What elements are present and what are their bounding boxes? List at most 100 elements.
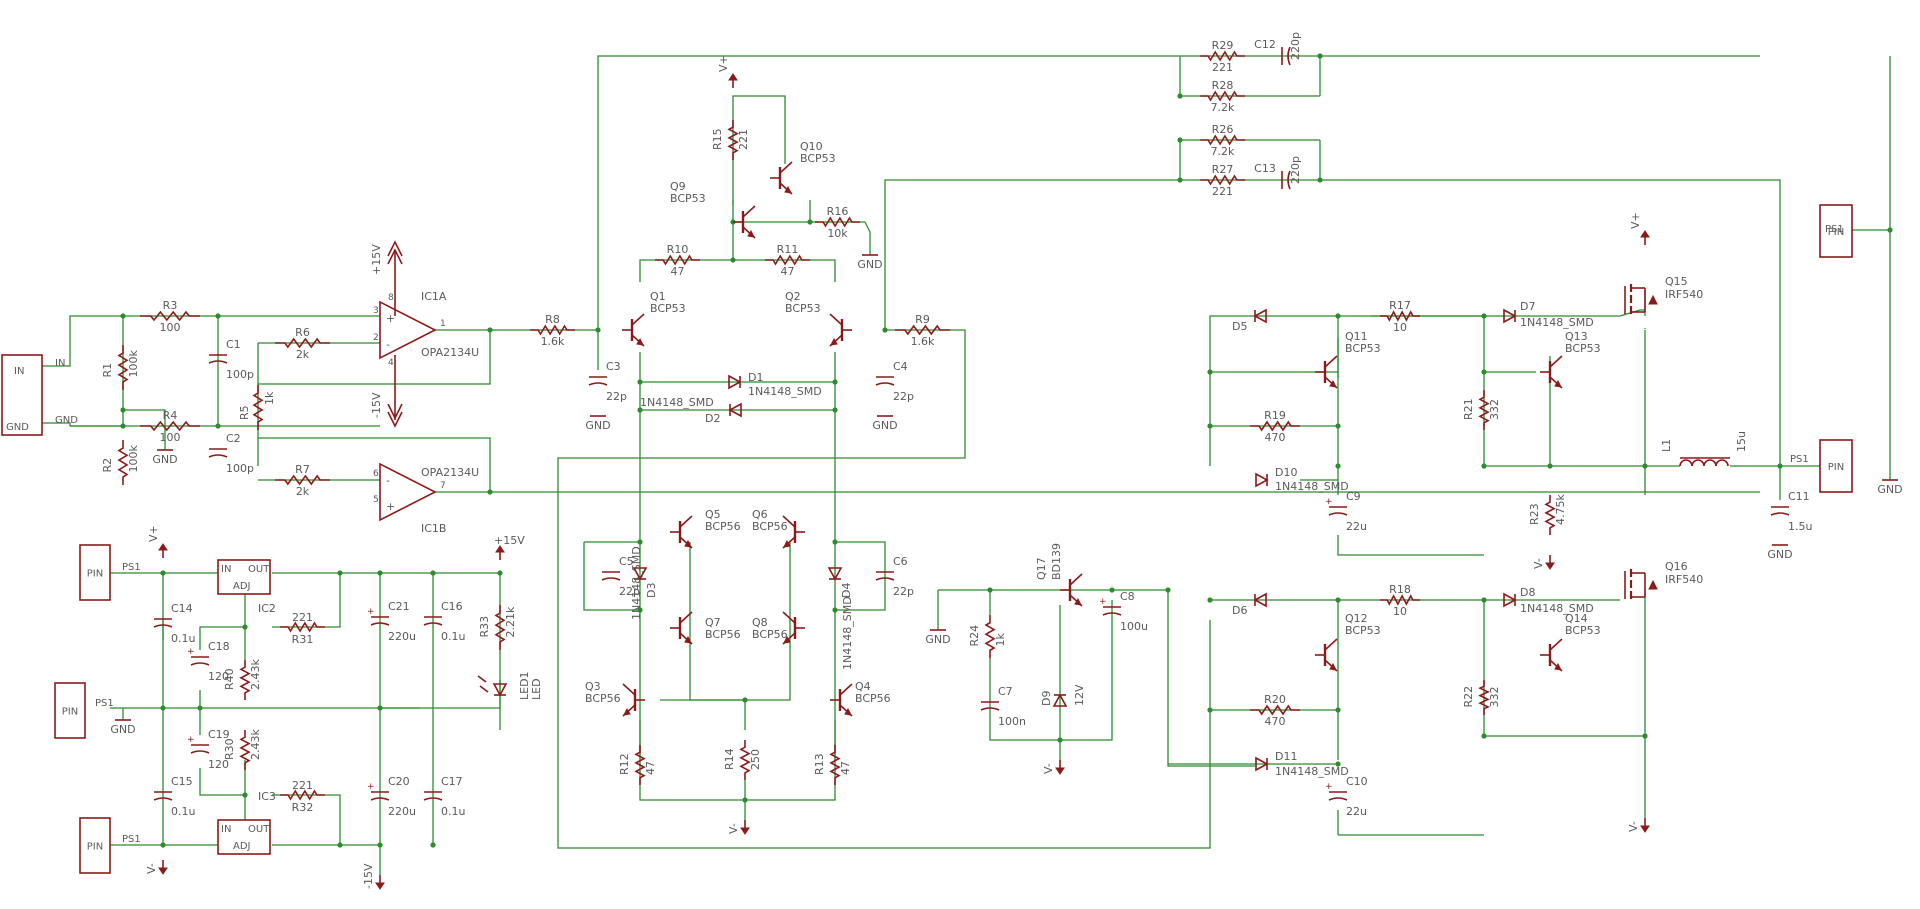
r17-ref: R17 bbox=[1389, 299, 1411, 312]
junction-dot bbox=[497, 570, 503, 576]
r1-ref: R1 bbox=[101, 363, 114, 378]
c18-capacitor-plate bbox=[190, 662, 210, 666]
r24-ref: R24 bbox=[968, 625, 981, 647]
r28-resistor bbox=[1200, 90, 1245, 102]
r20-value: 470 bbox=[1265, 715, 1286, 728]
ic2-regulator bbox=[217, 559, 271, 595]
junction-dot bbox=[1481, 463, 1487, 469]
r5-value: 1k bbox=[263, 391, 276, 405]
c1-value: 100p bbox=[226, 368, 254, 381]
q17-value: BD139 bbox=[1050, 543, 1063, 580]
junction-dot bbox=[1177, 177, 1183, 183]
d2-diode bbox=[728, 402, 742, 418]
r27-ref: R27 bbox=[1212, 163, 1234, 176]
r9-value: 1.6k bbox=[911, 335, 935, 348]
d3-ref: D3 bbox=[645, 583, 658, 598]
r15-ref: R15 bbox=[711, 128, 724, 150]
r23-resistor bbox=[1544, 495, 1556, 535]
r5-resistor bbox=[252, 385, 264, 430]
q13-collector bbox=[1549, 355, 1563, 368]
r1-value: 100k bbox=[127, 350, 140, 378]
opamp-input-sign: - bbox=[386, 474, 390, 487]
polarity-plus: + bbox=[1099, 597, 1107, 607]
d3-value: 1N4148_SMD bbox=[630, 546, 643, 620]
r28-ref: R28 bbox=[1212, 79, 1234, 92]
c6-ref: C6 bbox=[893, 555, 908, 568]
q11-ref: Q11 bbox=[1345, 330, 1368, 343]
q1-collector bbox=[631, 313, 645, 326]
c5-capacitor-plate bbox=[601, 577, 621, 581]
r9-resistor bbox=[895, 324, 950, 336]
c18-ref: C18 bbox=[208, 640, 230, 653]
q1-ref: Q1 bbox=[650, 290, 666, 303]
q3-ref: Q3 bbox=[585, 680, 601, 693]
r33-resistor bbox=[494, 605, 506, 650]
d7-value: 1N4148_SMD bbox=[1520, 316, 1594, 329]
l1-value: 15u bbox=[1735, 431, 1748, 452]
r14-resistor bbox=[739, 740, 751, 780]
r22-resistor bbox=[1478, 680, 1490, 715]
r32-resistor bbox=[280, 789, 325, 801]
junction-dot bbox=[377, 705, 383, 711]
ic1b-ref: IC1B bbox=[421, 522, 446, 535]
q6-value: BCP56 bbox=[752, 520, 788, 533]
l1-ref: L1 bbox=[1660, 439, 1673, 452]
r3-resistor bbox=[140, 310, 200, 322]
connector-box bbox=[79, 544, 111, 601]
wire bbox=[42, 422, 123, 427]
c1-ref: C1 bbox=[226, 338, 241, 351]
junction-dot bbox=[1207, 423, 1213, 429]
net-in-label: IN bbox=[55, 358, 65, 369]
gnd-label: GND bbox=[110, 723, 135, 736]
d11-diode bbox=[1255, 756, 1269, 772]
r28-value: 7.2k bbox=[1211, 101, 1235, 114]
pin-number: 6 bbox=[373, 469, 379, 479]
reg-out-label: OUT bbox=[248, 824, 270, 835]
c3-capacitor-plate bbox=[588, 382, 608, 386]
c13-value: 220p bbox=[1289, 156, 1302, 184]
ic1b-value: OPA2134U bbox=[421, 466, 479, 479]
d6-ref: D6 bbox=[1232, 604, 1247, 617]
q17-ref: Q17 bbox=[1035, 557, 1048, 580]
c2-value: 100p bbox=[226, 462, 254, 475]
r32-ref: R32 bbox=[292, 801, 314, 814]
c15-ref: C15 bbox=[171, 775, 193, 788]
q1-value: BCP53 bbox=[650, 302, 686, 315]
c6-capacitor-plate bbox=[875, 577, 895, 581]
supply-arrow bbox=[1545, 562, 1555, 570]
c11-value: 1.5u bbox=[1788, 520, 1812, 533]
junction-dot bbox=[242, 624, 248, 630]
c12-ref: C12 bbox=[1254, 38, 1276, 51]
c4-ref: C4 bbox=[893, 360, 908, 373]
supply-label: V+ bbox=[1629, 212, 1642, 229]
d8-value: 1N4148_SMD bbox=[1520, 602, 1594, 615]
r4-resistor bbox=[140, 420, 200, 432]
pin-label: PIN bbox=[87, 569, 103, 580]
ic3-ref: IC3 bbox=[258, 790, 276, 803]
wire bbox=[1167, 590, 1255, 767]
d2-ref: D2 bbox=[705, 412, 720, 425]
junction-dot bbox=[1547, 463, 1553, 469]
ps1-label: PS1 bbox=[1825, 224, 1844, 235]
wire bbox=[557, 329, 1211, 849]
q7-arrow bbox=[684, 635, 692, 644]
c7-ref: C7 bbox=[998, 685, 1013, 698]
wire bbox=[1850, 56, 1891, 231]
junction-dot bbox=[1317, 53, 1323, 59]
c17-value: 0.1u bbox=[441, 805, 465, 818]
d4-ref: D4 bbox=[840, 583, 853, 598]
r29-resistor bbox=[1200, 50, 1245, 62]
c3-ref: C3 bbox=[606, 360, 621, 373]
r2-value: 100k bbox=[127, 445, 140, 473]
supply-arrow bbox=[375, 882, 385, 890]
junction-dot bbox=[832, 607, 838, 613]
supply-label: V- bbox=[145, 863, 158, 874]
c10-ref: C10 bbox=[1346, 775, 1368, 788]
c21-ref: C21 bbox=[388, 600, 410, 613]
q17-collector bbox=[1069, 573, 1083, 586]
junction-dot bbox=[832, 379, 838, 385]
r9-ref: R9 bbox=[915, 313, 930, 326]
q4-collector bbox=[839, 683, 853, 696]
c8-value: 100u bbox=[1120, 620, 1148, 633]
